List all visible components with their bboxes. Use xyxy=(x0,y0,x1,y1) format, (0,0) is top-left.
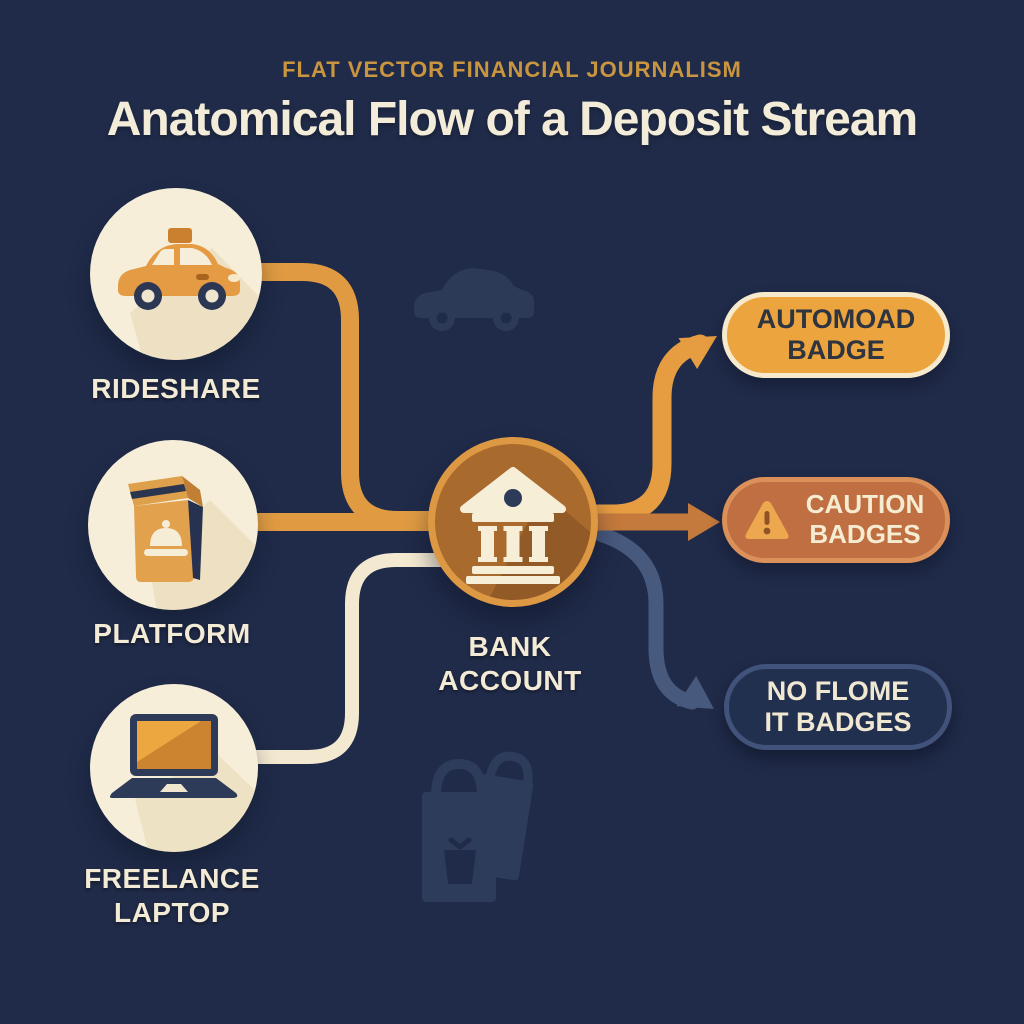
connector-bank-to-no-flome xyxy=(592,526,700,710)
warning-triangle-icon xyxy=(745,501,789,539)
source-node-platform xyxy=(88,440,258,610)
connector-bank-to-automoad xyxy=(550,334,710,524)
food-delivery-bag-icon xyxy=(128,476,258,610)
label-freelance-laptop: FREELANCE LAPTOP xyxy=(84,863,260,928)
center-node-bank-account xyxy=(428,437,598,607)
arrowhead-caution xyxy=(688,503,720,541)
label-platform: PLATFORM xyxy=(93,618,251,649)
kicker-text: FLAT VECTOR FINANCIAL JOURNALISM xyxy=(282,57,742,82)
badge-caution-label: CAUTION BADGES xyxy=(805,489,925,549)
shopping-bag-silhouette-icon xyxy=(422,751,534,902)
connector-freelance-to-bank xyxy=(239,553,462,764)
label-bank-account: BANK ACCOUNT xyxy=(438,631,582,696)
page-title: Anatomical Flow of a Deposit Stream xyxy=(106,93,918,146)
source-node-freelance-laptop xyxy=(90,684,258,852)
badge-automoad: AUTOMOAD BADGE xyxy=(722,292,950,378)
arrowhead-automoad xyxy=(678,336,717,369)
badge-caution: CAUTION BADGES xyxy=(722,477,950,563)
badge-no-flome: NO FLOME IT BADGES xyxy=(724,664,952,750)
badge-automoad-label: AUTOMOAD BADGE xyxy=(756,303,916,365)
badge-no-flome-label: NO FLOME IT BADGES xyxy=(764,675,912,737)
arrowhead-no-flome xyxy=(676,675,714,709)
bank-building-icon xyxy=(460,467,591,600)
source-node-rideshare xyxy=(90,188,262,360)
laptop-icon xyxy=(110,714,258,852)
label-rideshare: RIDESHARE xyxy=(91,373,261,404)
taxi-car-icon xyxy=(118,228,262,360)
car-silhouette-icon xyxy=(414,268,534,331)
